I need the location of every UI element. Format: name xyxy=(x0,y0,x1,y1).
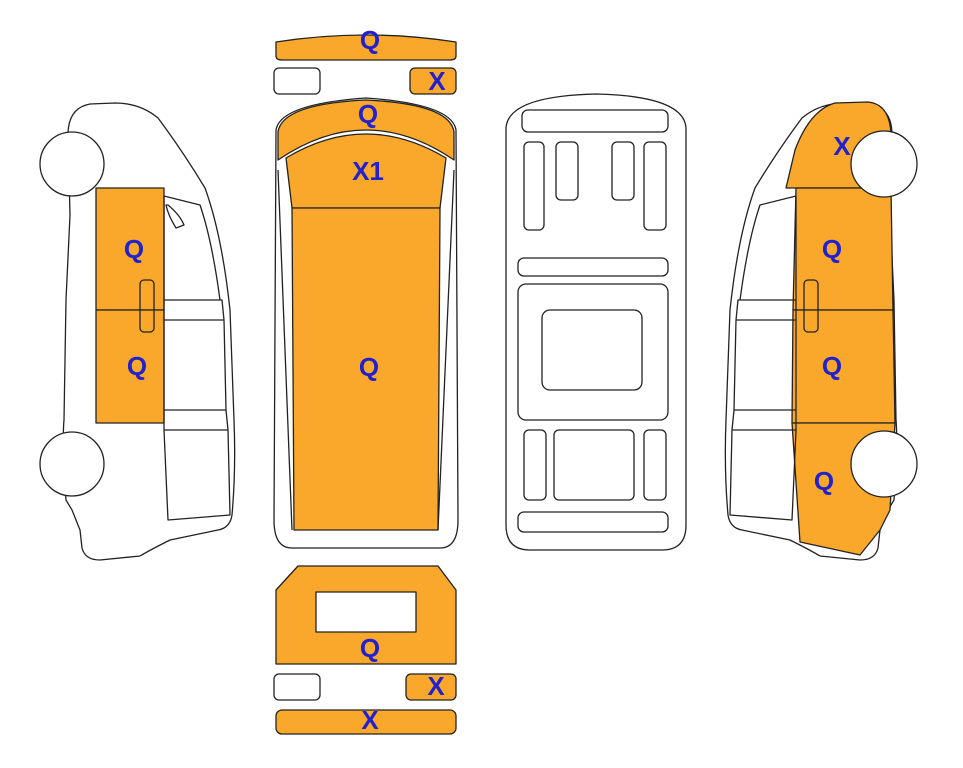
left-side-view: Q Q xyxy=(39,102,236,561)
rear-left-small-panel xyxy=(273,673,321,701)
roof-top-label: Q xyxy=(360,25,380,55)
left-rear-wheel xyxy=(39,431,105,497)
rear-view: Q X X xyxy=(273,565,457,735)
right-front-wheel xyxy=(850,430,918,498)
left-front-wheel xyxy=(39,131,105,197)
rear-right-mark: X xyxy=(427,671,445,701)
right-side-view: X Q Q Q xyxy=(724,101,918,561)
left-side-windows xyxy=(163,195,231,521)
rear-right-small-panel xyxy=(405,673,457,701)
left-door-handle xyxy=(139,279,155,333)
floor-view xyxy=(505,93,687,551)
right-middle-panel xyxy=(791,309,896,424)
rear-bumper-label: X xyxy=(361,705,379,735)
right-door-handle xyxy=(803,279,819,333)
right-rear-wheel xyxy=(850,130,918,198)
right-front-panel-label: Q xyxy=(814,466,834,496)
rear-door-label: Q xyxy=(360,633,380,663)
top-view: Q X Q X1 Q xyxy=(273,25,459,549)
windshield-label: X1 xyxy=(352,156,384,186)
right-upper-panel-label: Q xyxy=(822,234,842,264)
right-rear-pillar-label: X xyxy=(833,131,851,161)
front-left-small-panel xyxy=(273,67,321,95)
right-side-windows xyxy=(729,195,797,521)
left-lower-panel xyxy=(95,309,165,424)
front-right-small-panel xyxy=(409,67,457,95)
windshield-panel xyxy=(285,133,447,209)
hood-label: Q xyxy=(358,99,378,129)
front-right-mark: X xyxy=(428,66,446,96)
roof-top-strip xyxy=(275,34,457,61)
right-upper-panel xyxy=(792,187,894,311)
right-middle-panel-label: Q xyxy=(822,351,842,381)
hood-panel xyxy=(277,99,455,161)
left-upper-panel-label: Q xyxy=(124,234,144,264)
roof-main-label: Q xyxy=(359,352,379,382)
left-upper-panel xyxy=(95,187,165,311)
floor-outline xyxy=(505,93,687,551)
left-lower-panel-label: Q xyxy=(127,351,147,381)
rear-window xyxy=(315,591,417,633)
rear-bumper-panel xyxy=(275,709,457,735)
